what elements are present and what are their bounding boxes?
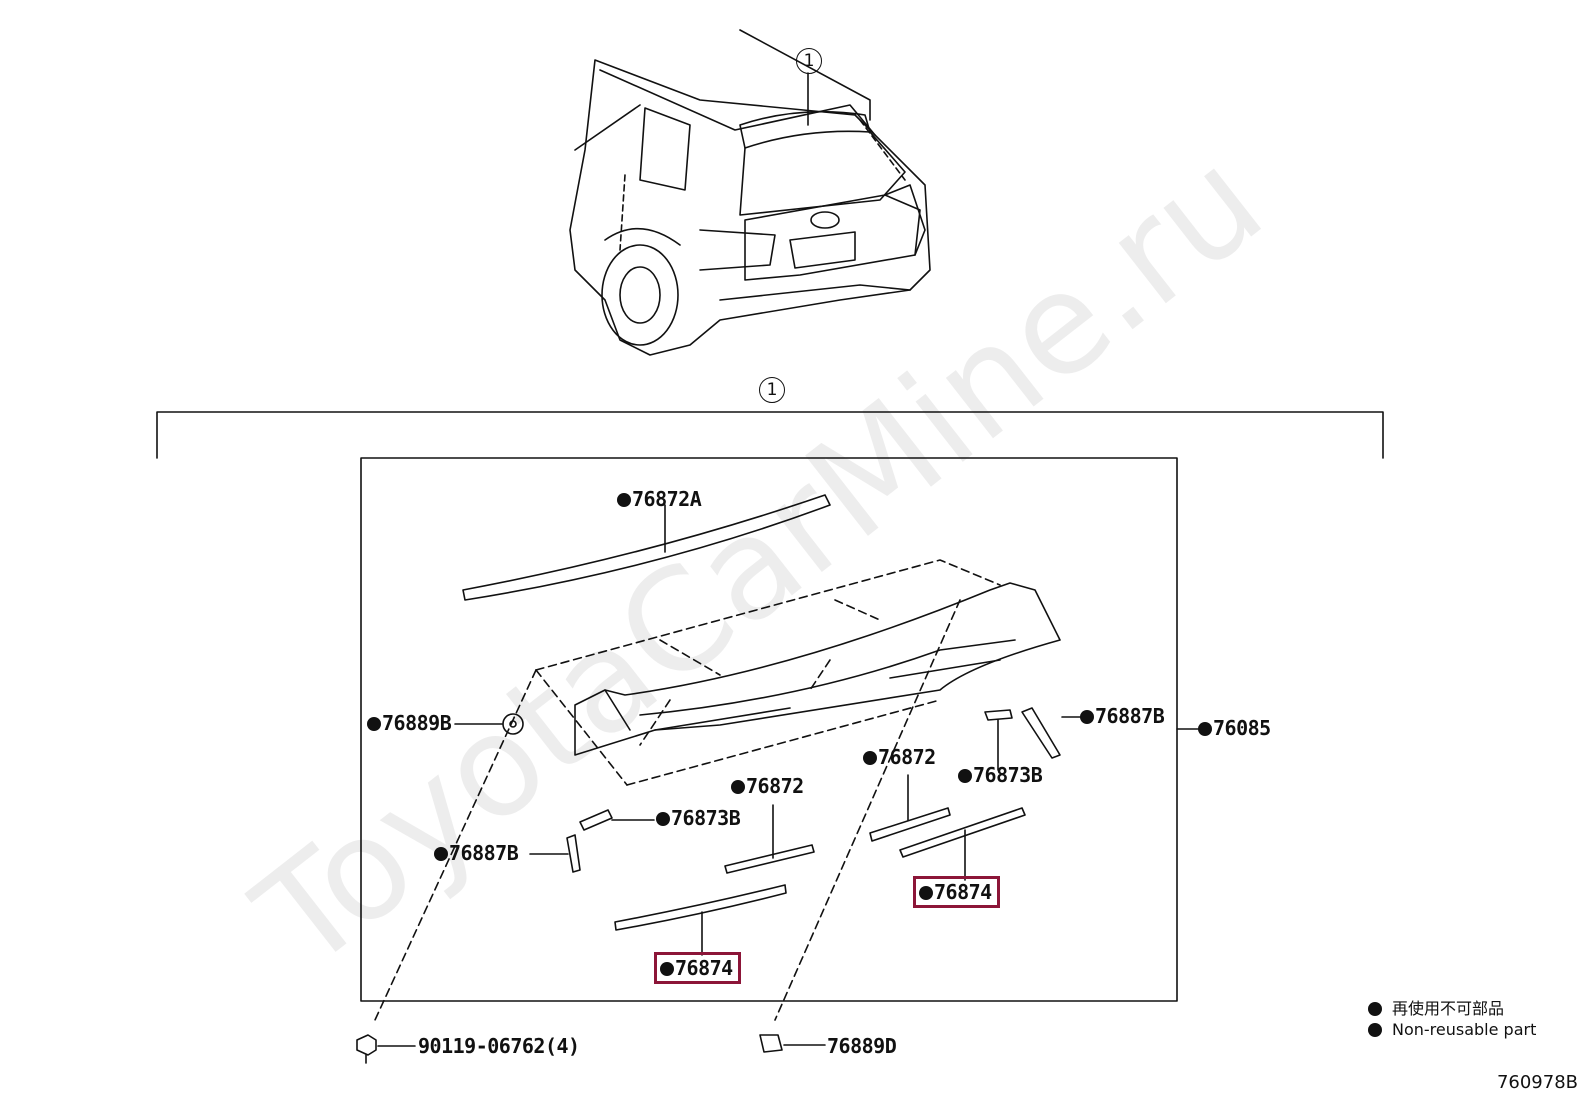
- part-76873B-right-label[interactable]: 76873B: [958, 763, 1043, 787]
- part-76873B-left-label[interactable]: 76873B: [656, 806, 741, 830]
- part-76872-left-label[interactable]: 76872: [731, 774, 804, 798]
- part-90119-label[interactable]: 90119-06762(4): [418, 1034, 580, 1058]
- part-highlight-box: 76874: [913, 876, 1000, 908]
- part-76887B-left-label[interactable]: 76887B: [434, 841, 519, 865]
- non-reusable-dot-icon: [919, 886, 933, 900]
- non-reusable-dot-icon: [434, 847, 448, 861]
- non-reusable-dot-icon: [863, 751, 877, 765]
- parts-box: [360, 457, 1178, 1002]
- part-76887B-right-label[interactable]: 76887B: [1080, 704, 1165, 728]
- non-reusable-dot-icon: [656, 812, 670, 826]
- vehicle-illustration: [569, 29, 931, 356]
- non-reusable-dot-icon: [367, 717, 381, 731]
- group-bracket: [156, 411, 1384, 459]
- part-76874-right-label[interactable]: 76874: [913, 876, 1000, 908]
- part-highlight-box: 76874: [654, 952, 741, 984]
- callout-vehicle: 1: [796, 48, 822, 74]
- non-reusable-dot-icon: [1080, 710, 1094, 724]
- legend-jp: 再使用不可部品: [1368, 995, 1504, 1019]
- part-76889B-label[interactable]: 76889B: [367, 711, 452, 735]
- callout-group: 1: [759, 377, 785, 403]
- figure-code: 760978B: [1496, 1072, 1578, 1093]
- part-76889D-label[interactable]: 76889D: [827, 1034, 897, 1058]
- non-reusable-dot-icon: [1198, 722, 1212, 736]
- non-reusable-dot-icon: [958, 769, 972, 783]
- non-reusable-dot-icon: [1368, 1002, 1382, 1016]
- part-76872-right-label[interactable]: 76872: [863, 745, 936, 769]
- non-reusable-dot-icon: [660, 962, 674, 976]
- non-reusable-dot-icon: [617, 493, 631, 507]
- part-76874-left-label[interactable]: 76874: [654, 952, 741, 984]
- legend-en: Non-reusable part: [1368, 1020, 1536, 1039]
- non-reusable-dot-icon: [1368, 1023, 1382, 1037]
- part-76872A-label[interactable]: 76872A: [617, 487, 702, 511]
- part-76085-label[interactable]: 76085: [1198, 716, 1271, 740]
- non-reusable-dot-icon: [731, 780, 745, 794]
